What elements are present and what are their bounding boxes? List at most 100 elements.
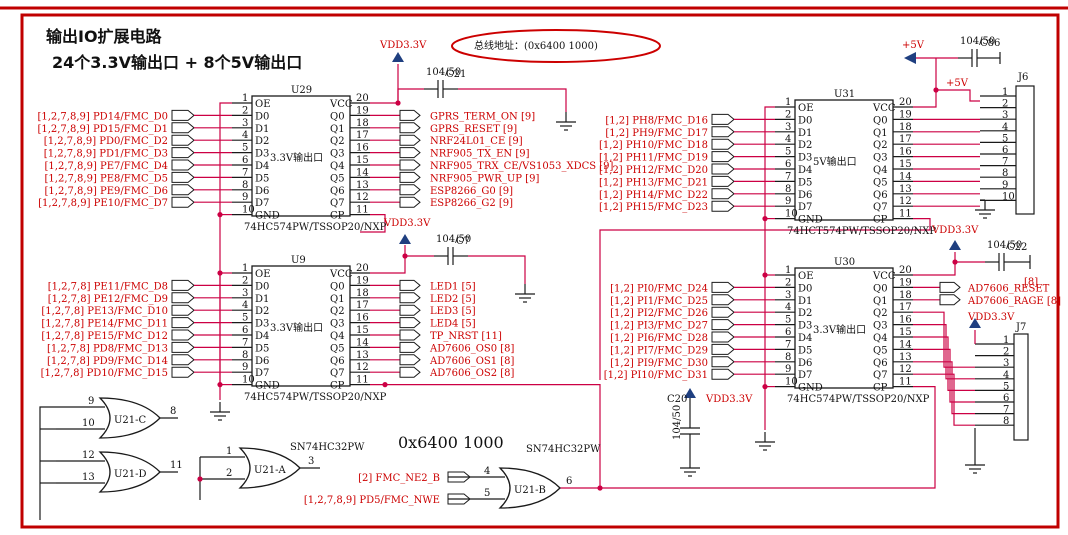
chip-u29-rpin-name: Q5 (330, 173, 345, 184)
j7-pin-num: 4 (1003, 370, 1009, 381)
chip-u30-lpin-num: 8 (785, 352, 791, 363)
u9-in-label: [1,2,7,8] PE15/FMC_D12 (41, 331, 168, 342)
chip-u30-rpin-name: Q4 (873, 333, 888, 344)
chip-u9-rpin-num: 15 (356, 325, 369, 336)
j6-pin-num: 3 (1002, 110, 1008, 121)
u30-out-port (939, 281, 961, 293)
u29-out-label: NRF24L01_CE [9] (430, 136, 523, 147)
u31-in-label: [1,2] PH12/FMC_D20 (599, 165, 708, 176)
chip-u9-part: 74HC574PW/TSSOP20/NXP (244, 392, 387, 403)
chip-u9-lpin-name: D0 (255, 281, 269, 292)
u9-in-label: [1,2,7,8] PE11/FMC_D8 (48, 281, 168, 292)
u30-out-label: AD7606_RAGE [8] (967, 296, 1061, 307)
u30-in-label: [1,2] PI9/FMC_D30 (610, 358, 708, 369)
gate-u21c: U21-C (98, 397, 161, 439)
chip-u29-rpin-name: Q0 (330, 111, 345, 122)
bus-address-ellipse (451, 29, 661, 63)
chip-u29-lpin-num: 3 (242, 118, 248, 129)
u29-in-port (171, 184, 195, 196)
u21d-pin-b: 13 (82, 472, 95, 483)
u9-out-port (399, 292, 421, 304)
j6-pin-num: 4 (1002, 122, 1008, 133)
chips-layer: U293.3V输出口74HC574PW/TSSOP20/NXP1OE20VCC2… (98, 85, 1035, 509)
gate-u21b: U21-B (498, 467, 561, 509)
p5v-arrow (904, 52, 916, 64)
chip-u31-rpin-num: 20 (899, 97, 912, 108)
j6-pin-num: 8 (1002, 168, 1008, 179)
chip-u31-lpin-name: OE (798, 103, 814, 114)
chip-u29-rpin-name: Q7 (330, 198, 345, 209)
u29-in-port (171, 171, 195, 183)
u30-in-port (711, 306, 735, 318)
chip-u29-rpin-name: Q4 (330, 161, 345, 172)
j7-pin-num: 8 (1003, 416, 1009, 427)
chip-u29-rpin-num: 13 (356, 180, 369, 191)
chip-u31-lpin-num: 6 (785, 159, 791, 170)
u9-in-label: [1,2,7,8] PD8/FMC_D13 (47, 343, 168, 354)
chip-u29-label: 3.3V输出口 (270, 151, 323, 164)
chip-u30-lpin-name: D7 (798, 370, 812, 381)
u29-in-port (171, 159, 195, 171)
c22-tag: [8] (1024, 277, 1038, 288)
chip-u30-rpin-num: 13 (899, 352, 912, 363)
chip-u9-lpin-name: D4 (255, 331, 269, 342)
chip-u29-lpin-name: D3 (255, 149, 269, 160)
u31-in-port (711, 188, 735, 200)
chip-u29-rpin-num: 11 (356, 205, 369, 216)
u9-out-label: AD7606_OS2 [8] (429, 368, 515, 379)
chip-u29-lpin-num: 10 (242, 205, 255, 216)
u29-in-port (171, 122, 195, 134)
chip-u29-body (251, 95, 351, 217)
chip-u9-label: 3.3V输出口 (270, 321, 323, 334)
u9-in-label: [1,2,7,8] PE12/FMC_D9 (48, 294, 168, 305)
u29-out-label: ESP8266_G0 [9] (430, 186, 513, 197)
u9-in-port (171, 317, 195, 329)
title-line1: 输出IO扩展电路 (46, 27, 163, 46)
u21b-out-dot (597, 485, 603, 491)
chip-u29-lpin-num: 4 (242, 130, 248, 141)
chip-u9-body (251, 265, 351, 387)
chip-u9-rpin-name: Q3 (330, 319, 345, 330)
vdd-label-u9: VDD3.3V (383, 218, 431, 229)
u21b-pin-y: 6 (566, 476, 572, 487)
chip-u30-rpin-name: VCC (872, 271, 896, 282)
u9-out-port (399, 354, 421, 366)
vdd-label-u30: VDD3.3V (931, 225, 979, 236)
u30-j7-wire (913, 324, 975, 380)
chip-u9-lpin-name: GND (255, 381, 280, 392)
gnd-dot-r1 (762, 216, 768, 222)
chip-u30-lpin-name: GND (798, 383, 823, 394)
chip-u30-lpin-name: D3 (798, 321, 812, 332)
u29-out-label: NRF905_PWR_UP [9] (430, 173, 539, 184)
c7-gnd-wire (468, 255, 526, 284)
u9-out-port (399, 366, 421, 378)
cap-c22-value: 104/50 (987, 240, 1022, 251)
u21a-pin-b: 2 (226, 468, 232, 479)
gate-u21d-ref: U21-D (114, 469, 147, 480)
chip-u31-lpin-name: D6 (798, 190, 812, 201)
u9-out-label: AD7606_OS1 [8] (429, 356, 515, 367)
gnd-dot-r3 (762, 384, 768, 390)
u30-j7-wire (913, 311, 975, 368)
chip-u30-lpin-num: 6 (785, 327, 791, 338)
chip-u31-lpin-num: 10 (785, 209, 798, 220)
u29-out-port (399, 109, 421, 121)
chip-u9-lpin-num: 6 (242, 325, 248, 336)
vdd-label-u29: VDD3.3V (379, 40, 427, 51)
u9-in-label: [1,2,7,8] PE13/FMC_D10 (41, 306, 168, 317)
u31-in-label: [1,2] PH14/FMC_D22 (599, 190, 708, 201)
u9-out-label: AD7606_OS0 [8] (429, 343, 515, 354)
u29-out-label: GPRS_TERM_ON [9] (430, 111, 535, 122)
u29-in-label: [1,2,7,8,9] PD0/FMC_D2 (44, 136, 168, 147)
chip-u31-rpin-name: Q6 (873, 190, 888, 201)
chip-u9-lpin-name: D7 (255, 368, 269, 379)
chip-u31-rpin-name: Q5 (873, 177, 888, 188)
j7-pin-num: 7 (1003, 405, 1009, 416)
chip-u31-lpin-name: GND (798, 215, 823, 226)
chip-u9-lpin-name: D5 (255, 343, 269, 354)
chip-u29-rpin-num: 12 (356, 192, 369, 203)
gate-u21a-ref: U21-A (254, 465, 287, 476)
chip-u30-rpin-num: 12 (899, 364, 912, 375)
gnd-dot-r2 (762, 272, 768, 278)
